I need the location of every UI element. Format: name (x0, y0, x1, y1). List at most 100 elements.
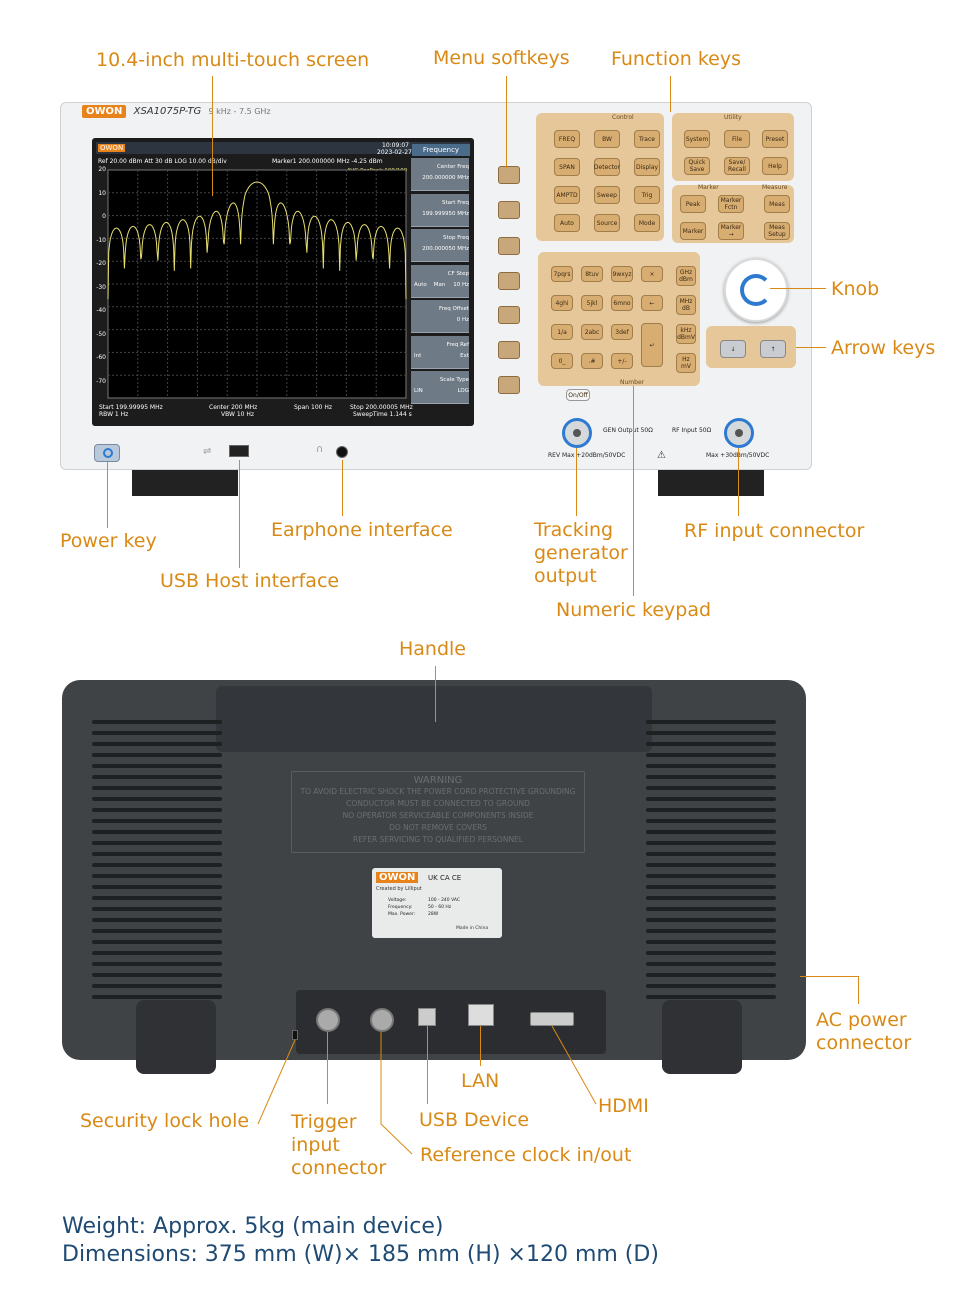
softkey-7[interactable] (498, 376, 520, 394)
meas-key[interactable]: Meas (764, 195, 790, 213)
softkey-3[interactable] (498, 237, 520, 255)
earphone-jack[interactable] (336, 446, 348, 458)
trig-key[interactable]: Trig (634, 186, 660, 204)
keypad-key[interactable]: ← (641, 295, 663, 311)
vent-slot (646, 863, 776, 867)
mode-key[interactable]: Mode (634, 214, 660, 232)
keypad-key[interactable]: 7pqrs (551, 266, 573, 282)
dimensions-text: Dimensions: 375 mm (W)× 185 mm (H) ×120 … (62, 1242, 659, 1267)
quick-save-key[interactable]: Quick Save (684, 157, 710, 175)
arrow-up-key[interactable]: ↑ (760, 340, 786, 358)
keypad-key[interactable]: 5jkl (581, 295, 603, 311)
vent-slot (646, 885, 776, 889)
menu-item-extra: Auto Man (414, 281, 446, 288)
power-button[interactable] (94, 444, 120, 462)
system-key[interactable]: System (684, 130, 710, 148)
y-tick-label: 10 (98, 189, 106, 197)
lan-port[interactable] (468, 1004, 494, 1026)
power-icon (103, 448, 113, 458)
detector-key[interactable]: Detector (594, 158, 620, 176)
menu-item-extra: LIN (414, 388, 423, 394)
keypad-key[interactable]: .# (581, 353, 603, 369)
group-label-utility: Utility (724, 114, 742, 121)
connector-center-icon (573, 429, 581, 437)
span-key[interactable]: SPAN (554, 158, 580, 176)
vent-slot (646, 720, 776, 724)
callout-ref-clock: Reference clock in/out (420, 1144, 632, 1166)
security-lock-hole[interactable] (292, 1030, 298, 1040)
rev-max-label: REV Max +20dBm/50VDC (548, 452, 626, 459)
menu-item-bg (411, 229, 469, 262)
y-tick-label: -50 (96, 330, 106, 338)
callout-earphone: Earphone interface (271, 519, 453, 541)
display-key[interactable]: Display (634, 158, 660, 176)
enter-key[interactable]: ↵ (641, 323, 663, 367)
keypad-key[interactable]: × (641, 266, 663, 282)
keypad-key[interactable]: 8tuv (581, 266, 603, 282)
ref-line: Ref 20.00 dBm Att 30 dB LOG 10.00 dB/div (98, 158, 227, 165)
softkey-2[interactable] (498, 201, 520, 219)
auto-key[interactable]: Auto (554, 214, 580, 232)
help-key[interactable]: Help (762, 157, 788, 175)
warning-line: CONDUCTOR MUST BE CONNECTED TO GROUND (346, 799, 530, 808)
rf-input-connector[interactable] (724, 418, 754, 448)
ref-clock-bnc[interactable] (370, 1008, 394, 1032)
hdmi-port[interactable] (530, 1012, 574, 1026)
plate-brand: OWON (376, 872, 419, 883)
vent-slot (92, 907, 222, 911)
keypad-key[interactable]: 2abc (581, 324, 603, 340)
unit-key[interactable]: MHz dB (676, 295, 696, 315)
preset-key[interactable]: Preset (762, 130, 788, 148)
arrow-down-key[interactable]: ↓ (720, 340, 746, 358)
vent-slot (92, 797, 222, 801)
sweep-key[interactable]: Sweep (594, 186, 620, 204)
usb-device-port[interactable] (418, 1008, 436, 1026)
file-key[interactable]: File (724, 130, 750, 148)
right-foot (658, 470, 764, 496)
on-off-button[interactable]: On/Off (566, 389, 590, 401)
softkey-5[interactable] (498, 306, 520, 324)
handle[interactable] (216, 686, 652, 752)
softkey-6[interactable] (498, 341, 520, 359)
gen-output-connector[interactable] (562, 418, 592, 448)
trace-key[interactable]: Trace (634, 130, 660, 148)
marker-fctn-key[interactable]: Marker Fctn (718, 195, 744, 213)
weight-text: Weight: Approx. 5kg (main device) (62, 1214, 444, 1239)
keypad-key[interactable]: +/- (611, 353, 633, 369)
keypad-key[interactable]: 0_ (551, 353, 573, 369)
unit-key[interactable]: GHz dBm (676, 266, 696, 286)
peak-key[interactable]: Peak (680, 195, 706, 213)
softkey-1[interactable] (498, 166, 520, 184)
freq-key[interactable]: FREQ (554, 130, 580, 148)
source-key[interactable]: Source (594, 214, 620, 232)
keypad-key[interactable]: 1/a (551, 324, 573, 340)
vent-slot (92, 786, 222, 790)
meas-setup-key[interactable]: Meas Setup (764, 222, 790, 240)
bw-key[interactable]: BW (594, 130, 620, 148)
vent-slot (646, 797, 776, 801)
menu-item-bg (411, 300, 469, 333)
save-recall-key[interactable]: Save/ Recall (724, 157, 750, 175)
vent-slot (92, 731, 222, 735)
usb-host-port[interactable] (229, 445, 249, 457)
vent-slot (646, 742, 776, 746)
keypad-key[interactable]: 6mno (611, 295, 633, 311)
marker-to-key[interactable]: Marker → (718, 222, 744, 240)
marker-key[interactable]: Marker (680, 222, 706, 240)
callout-rf-input: RF input connector (684, 520, 865, 542)
y-tick-label: -60 (96, 354, 106, 361)
vent-slot (92, 819, 222, 823)
vent-slot (646, 753, 776, 757)
trigger-bnc[interactable] (316, 1008, 340, 1032)
rotary-knob[interactable] (724, 258, 788, 322)
unit-key[interactable]: Hz mV (676, 353, 696, 373)
group-label-marker: Marker (698, 184, 719, 191)
keypad-key[interactable]: 3def (611, 324, 633, 340)
unit-key[interactable]: kHz dBmV (676, 324, 696, 344)
keypad-key[interactable]: 4ghi (551, 295, 573, 311)
callout-ac-power: AC power connector (816, 1009, 912, 1054)
softkey-4[interactable] (498, 272, 520, 290)
amptd-key[interactable]: AMPTD (554, 186, 580, 204)
keypad-key[interactable]: 9wxyz (611, 266, 633, 282)
screen-logo: OWON (98, 144, 126, 152)
